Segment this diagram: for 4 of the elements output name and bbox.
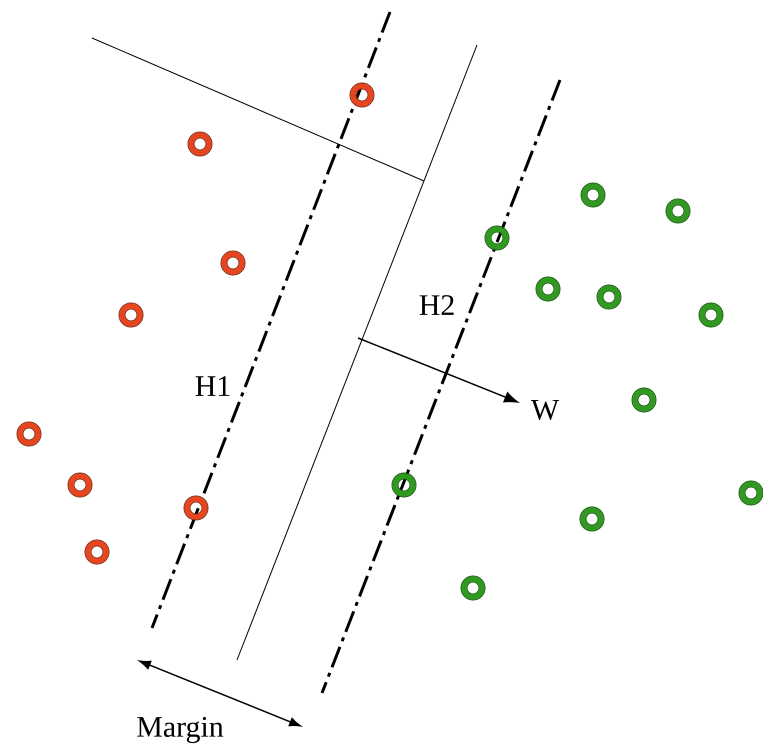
- vector-label: W: [530, 400, 560, 420]
- line-label: H2: [420, 295, 454, 315]
- margin-label: Margin: [137, 716, 224, 744]
- line-label: H1: [196, 376, 230, 396]
